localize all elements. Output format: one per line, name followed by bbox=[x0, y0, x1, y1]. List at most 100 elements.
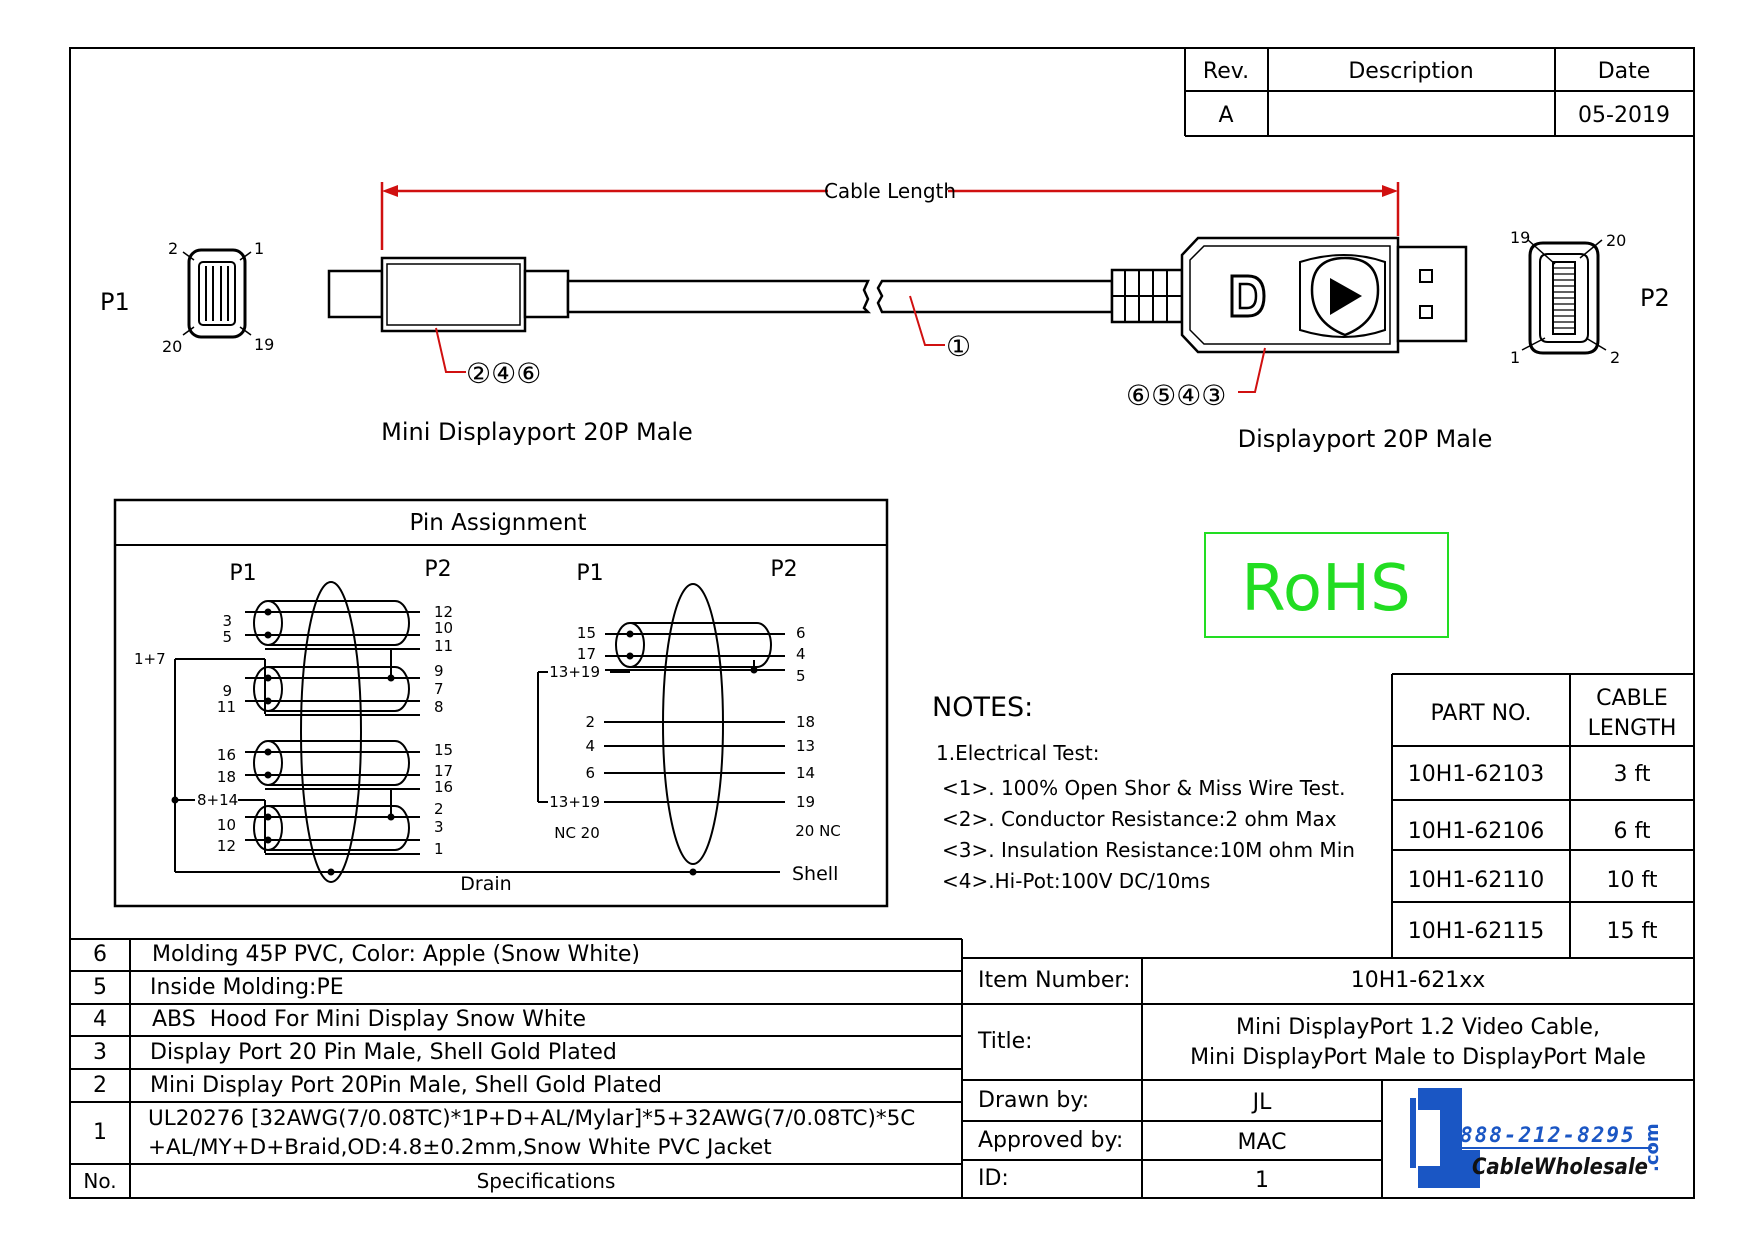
spec-text-line1: UL20276 [32AWG(7/0.08TC)*1P+D+AL/Mylar]*… bbox=[148, 1106, 916, 1132]
left-p2-pin: 9 bbox=[434, 662, 444, 680]
dp-connector bbox=[1110, 236, 1468, 354]
left-p1-pin: 12 bbox=[217, 837, 236, 855]
rev-value: A bbox=[1218, 103, 1233, 128]
left-p2-pin: 1 bbox=[434, 840, 444, 858]
pin-wiring-left bbox=[174, 581, 780, 883]
spec-header: Specifications bbox=[476, 1169, 616, 1193]
left-p1-pin: 5 bbox=[222, 628, 232, 646]
length-cell: 3 ft bbox=[1614, 762, 1651, 787]
left-p2-pin: 11 bbox=[434, 637, 453, 655]
left-p2-label: P2 bbox=[424, 557, 451, 582]
note-item: <2>. Conductor Resistance:2 ohm Max bbox=[942, 807, 1337, 831]
right-p1-label: P1 bbox=[576, 561, 603, 586]
title-line2: Mini DisplayPort Male to DisplayPort Mal… bbox=[1190, 1045, 1646, 1070]
callout-dp-connector: ⑥⑤④③ bbox=[1126, 379, 1226, 412]
rev-header: Rev. bbox=[1203, 59, 1249, 84]
description-header: Description bbox=[1348, 59, 1473, 84]
right-p1-pin: 6 bbox=[585, 764, 595, 782]
left-p1-pin: 16 bbox=[217, 746, 236, 764]
spec-text-line2: +AL/MY+D+Braid,OD:4.8±0.2mm,Snow White P… bbox=[148, 1135, 772, 1161]
cable-length-dimension bbox=[380, 182, 1400, 250]
spec-text: ABS Hood For Mini Display Snow White bbox=[152, 1007, 587, 1032]
length-cell: 10 ft bbox=[1607, 868, 1658, 893]
right-p2-pin: 14 bbox=[796, 764, 815, 782]
right-p2-pin: 5 bbox=[796, 667, 806, 685]
p2-pin-20: 20 bbox=[1606, 231, 1626, 250]
nc-right-label: 20 NC bbox=[795, 822, 841, 840]
length-cell: 6 ft bbox=[1614, 819, 1651, 844]
note-item: <4>.Hi-Pot:100V DC/10ms bbox=[942, 869, 1210, 893]
rohs-label: RoHS bbox=[1241, 552, 1411, 626]
cable-length-header-line2: LENGTH bbox=[1588, 716, 1677, 741]
right-p1-pin: 15 bbox=[577, 624, 596, 642]
p2-pin-2: 2 bbox=[1610, 348, 1620, 367]
left-p2-pin-labels: 12 10 11 9 7 8 15 17 16 2 3 1 bbox=[434, 603, 453, 858]
left-p1-pin-labels: 3 5 9 11 16 18 10 12 bbox=[217, 612, 236, 855]
right-p1-pin: 17 bbox=[577, 645, 596, 663]
p2-pin-19: 19 bbox=[1510, 228, 1530, 247]
spec-text: Mini Display Port 20Pin Male, Shell Gold… bbox=[150, 1072, 662, 1098]
part-no-cell: 10H1-62103 bbox=[1408, 762, 1544, 787]
left-p1-pin: 18 bbox=[217, 768, 236, 786]
item-number-label: Item Number: bbox=[978, 968, 1131, 993]
p1-pin-2: 2 bbox=[168, 239, 178, 258]
spec-no: 4 bbox=[93, 1007, 107, 1032]
sheet-border bbox=[69, 47, 1695, 1199]
pin-wiring-right-dots bbox=[626, 630, 758, 876]
pin-wiring-left-dots bbox=[171, 608, 395, 876]
part-no-header: PART NO. bbox=[1431, 701, 1532, 726]
p1-pin-19: 19 bbox=[254, 335, 274, 354]
drawn-by-value: JL bbox=[1252, 1089, 1272, 1115]
right-p2-label: P2 bbox=[770, 557, 797, 582]
left-p1-pin: 10 bbox=[217, 816, 236, 834]
part-no-cell: 10H1-62106 bbox=[1408, 819, 1544, 844]
title-label: Title: bbox=[978, 1029, 1033, 1054]
left-p2-pin: 15 bbox=[434, 741, 453, 759]
spec-no: 2 bbox=[93, 1072, 107, 1098]
id-value: 1 bbox=[1255, 1168, 1269, 1193]
spec-no: 6 bbox=[93, 942, 107, 967]
callout-cable: ① bbox=[946, 330, 971, 363]
logo-tld: .com bbox=[1642, 1123, 1663, 1172]
part-no-cell: 10H1-62110 bbox=[1408, 868, 1544, 893]
note-item: <3>. Insulation Resistance:10M ohm Min bbox=[942, 838, 1355, 862]
shell-label: Shell bbox=[792, 863, 838, 885]
right-p2-pin-labels: 6 4 5 18 13 14 19 bbox=[796, 624, 815, 811]
left-p2-pin: 2 bbox=[434, 800, 444, 818]
right-p1-pin: 2 bbox=[585, 713, 595, 731]
p2-label: P2 bbox=[1640, 284, 1670, 312]
mini-dp-connector bbox=[327, 256, 872, 333]
item-number-value: 10H1-621xx bbox=[1350, 968, 1486, 993]
id-label: ID: bbox=[978, 1166, 1009, 1191]
p2-end-view bbox=[1521, 239, 1607, 355]
p1-label: P1 bbox=[100, 288, 130, 316]
pin-assignment-box bbox=[113, 498, 889, 908]
right-p2-pin: 4 bbox=[796, 645, 806, 663]
left-p2-pin: 17 bbox=[434, 762, 453, 780]
logo-phone: 888-212-8295 bbox=[1460, 1123, 1636, 1147]
left-p2-pin: 16 bbox=[434, 778, 453, 796]
nc-left-label: NC 20 bbox=[554, 824, 600, 842]
right-p2-pin: 6 bbox=[796, 624, 806, 642]
spec-table-grid bbox=[70, 938, 963, 1198]
right-p1-pin: 13+19 bbox=[549, 663, 600, 681]
notes-heading: 1.Electrical Test: bbox=[936, 741, 1100, 765]
length-cell: 15 ft bbox=[1607, 919, 1658, 944]
pin-wiring-right bbox=[537, 583, 785, 873]
left-p2-pin: 3 bbox=[434, 818, 444, 836]
approved-by-value: MAC bbox=[1237, 1129, 1287, 1155]
logo-name: CableWholesale bbox=[1472, 1155, 1648, 1180]
p1-pin-1: 1 bbox=[254, 239, 264, 258]
callout-mini-connector: ②④⑥ bbox=[466, 357, 541, 390]
revision-table bbox=[1184, 48, 1694, 137]
left-p2-pin: 8 bbox=[434, 698, 444, 716]
right-p1-pin-labels: 15 17 13+19 2 4 6 13+19 bbox=[549, 624, 600, 811]
left-p2-pin: 12 bbox=[434, 603, 453, 621]
right-p2-pin: 18 bbox=[796, 713, 815, 731]
cablewholesale-logo bbox=[1410, 1088, 1652, 1188]
title-line1: Mini DisplayPort 1.2 Video Cable, bbox=[1236, 1015, 1600, 1040]
right-p1-pin: 4 bbox=[585, 737, 595, 755]
left-p1-label: P1 bbox=[229, 561, 256, 586]
right-p1-pin: 13+19 bbox=[549, 793, 600, 811]
part-no-cell: 10H1-62115 bbox=[1408, 919, 1544, 944]
